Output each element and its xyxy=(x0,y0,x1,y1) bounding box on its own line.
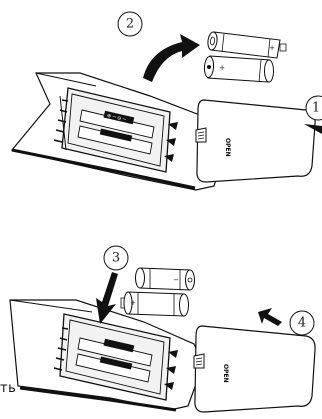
battery-plus-label: + xyxy=(130,299,136,307)
step-3-marker: 3 xyxy=(104,246,128,270)
bottom-panel: OPEN 3 4 − xyxy=(10,246,315,412)
aaa-battery-icon: + xyxy=(207,32,286,58)
cover-open-label: OPEN xyxy=(224,138,231,157)
top-panel: ⊕ ─ ⊖ ─ OPEN 1 2 xyxy=(12,12,322,190)
battery-cover-icon: OPEN xyxy=(194,326,315,412)
step-2-number: 2 xyxy=(126,17,134,32)
cover-open-label: OPEN xyxy=(222,364,229,383)
battery-plus-label: + xyxy=(219,64,225,72)
aaa-battery-icon: + xyxy=(204,56,274,82)
step-1-number: 1 xyxy=(312,101,320,116)
aaa-battery-icon: + xyxy=(121,292,189,316)
step-4-number: 4 xyxy=(298,316,306,331)
step-2-marker: 2 xyxy=(118,12,142,36)
battery-plus-label: + xyxy=(269,44,275,52)
step-3-number: 3 xyxy=(112,251,120,266)
slide-arrow-icon xyxy=(258,308,282,326)
battery-minus-label: − xyxy=(173,276,179,284)
aaa-battery-icon: − xyxy=(136,268,195,290)
cropped-caption: ть xyxy=(0,381,16,396)
remote-control-icon: ⊕ ─ ⊖ ─ xyxy=(12,73,226,190)
step-4-marker: 4 xyxy=(290,311,314,335)
curved-arrow-icon xyxy=(143,34,200,82)
battery-cover-icon: OPEN xyxy=(196,100,315,182)
